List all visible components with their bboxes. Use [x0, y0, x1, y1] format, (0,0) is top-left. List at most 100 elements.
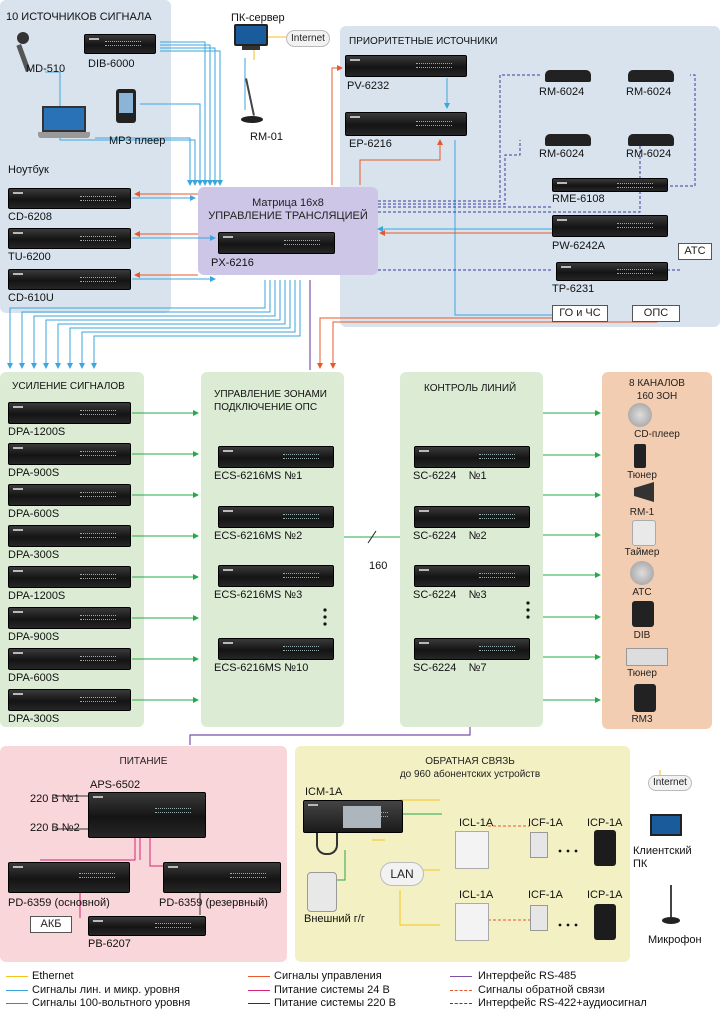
icl-1-device[interactable] [455, 831, 489, 869]
amp-2-device[interactable] [8, 443, 131, 465]
tu6200-label: TU-6200 [8, 251, 51, 263]
amp-6-label: DPA-900S [8, 631, 60, 643]
amp-4-label: DPA-300S [8, 549, 60, 561]
rm6024-1-icon[interactable] [545, 70, 591, 82]
ep6216-device[interactable] [345, 112, 467, 136]
feedback-title-1: ОБРАТНАЯ СВЯЗЬ [425, 756, 515, 767]
rm6024-3-icon[interactable] [545, 134, 591, 146]
legend-label: Интерфейс RS-422+аудиосигнал [478, 997, 647, 1009]
dib-device[interactable] [84, 34, 156, 54]
tu6200-device[interactable] [8, 228, 131, 249]
pb-label: PB-6207 [88, 938, 131, 950]
box-speaker-icon [632, 601, 654, 627]
icf-1-label: ICF-1A [528, 817, 563, 829]
pd-main-device[interactable] [8, 862, 130, 893]
amp-1-device[interactable] [8, 402, 131, 424]
aps6502-device[interactable] [88, 792, 206, 838]
mp3-player-icon[interactable] [116, 89, 136, 123]
column-speaker-icon [634, 444, 646, 468]
amp-6-device[interactable] [8, 607, 131, 629]
legend-swatch [6, 1003, 28, 1004]
laptop-icon[interactable] [38, 106, 90, 138]
legend-swatch [450, 990, 472, 991]
server-stand-icon [242, 46, 260, 50]
matrix-title-1: Матрица 16х8 [252, 197, 324, 209]
icp-2-phone-icon[interactable] [594, 904, 616, 940]
tp6231-label: TP-6231 [552, 283, 595, 295]
amp-8-device[interactable] [8, 689, 131, 711]
client-label-2: ПК [633, 858, 648, 870]
feedback-title-2: до 960 абонентских устройств [399, 769, 541, 780]
pv6232-device[interactable] [345, 55, 467, 77]
dib-label: DIB-6000 [88, 58, 135, 70]
out-1-label: CD-плеер [634, 429, 680, 440]
pd-res-device[interactable] [163, 862, 281, 893]
out-6-label: DIB [633, 630, 651, 641]
legend-label: Сигналы 100-вольтного уровня [32, 997, 191, 1009]
matrix-panel [198, 187, 378, 275]
in2-label: 220 В №2 [30, 822, 80, 834]
pb6207-device[interactable] [88, 916, 206, 936]
icf-1-device[interactable] [530, 832, 548, 858]
rm6024-4-icon[interactable] [628, 134, 674, 146]
sc-1-device[interactable] [414, 446, 530, 468]
amp-7-device[interactable] [8, 648, 131, 670]
matrix-title-2: УПРАВЛЕНИЕ ТРАНСЛЯЦИЕЙ [208, 210, 368, 222]
zone-2-device[interactable] [218, 506, 334, 528]
zone-10-device[interactable] [218, 638, 334, 660]
icf-2-device[interactable] [530, 905, 548, 931]
amp-3-label: DPA-600S [8, 508, 60, 520]
zone-10-label: ECS-6216MS №10 [214, 662, 309, 674]
legend-label: Интерфейс RS-485 [478, 970, 577, 982]
horn-speaker-icon [634, 482, 654, 502]
server-monitor-icon[interactable] [234, 24, 268, 46]
client-monitor-icon[interactable] [650, 814, 682, 836]
px6216-device[interactable] [218, 232, 335, 254]
lan-cloud: LAN [380, 862, 424, 886]
icl-2-device[interactable] [455, 903, 489, 941]
legend-swatch [6, 990, 28, 991]
pv6232-label: PV-6232 [347, 80, 390, 92]
amp-4-device[interactable] [8, 525, 131, 547]
amp-3-device[interactable] [8, 484, 131, 506]
legend-swatch [6, 976, 28, 977]
sc-7-device[interactable] [414, 638, 530, 660]
out-3-label: RM-1 [629, 507, 655, 518]
line-array-icon [626, 648, 668, 666]
zone-3-device[interactable] [218, 565, 334, 587]
icl-2-label: ICL-1A [459, 889, 494, 901]
bus-count-label: 160 [369, 560, 388, 572]
amplify-title: УСИЛЕНИЕ СИГНАЛОВ [12, 381, 125, 392]
sc-2-device[interactable] [414, 506, 530, 528]
amp-5-device[interactable] [8, 566, 131, 588]
microphone-icon [16, 32, 31, 74]
sc-3-device[interactable] [414, 565, 530, 587]
icp-1-phone-icon[interactable] [594, 830, 616, 866]
sources-title: 10 ИСТОЧНИКОВ СИГНАЛА [6, 11, 152, 23]
pw6242a-device[interactable] [552, 215, 668, 237]
legend-label: Сигналы управления [274, 970, 382, 982]
internet-cloud: Internet [286, 30, 330, 47]
legend-swatch [450, 1003, 472, 1004]
icf-2-label: ICF-1A [528, 889, 563, 901]
out-7-label: Тюнер [627, 668, 657, 679]
cd6208-device[interactable] [8, 188, 131, 209]
zone-1-label: ECS-6216MS №1 [214, 470, 303, 482]
wall-speaker-icon [632, 520, 656, 546]
lines-panel [400, 372, 543, 727]
icl-1-label: ICL-1A [459, 817, 494, 829]
rm6024-3-label: RM-6024 [539, 148, 585, 160]
rme6108-device[interactable] [552, 178, 668, 192]
rm6024-2-icon[interactable] [628, 70, 674, 82]
zone-1-device[interactable] [218, 446, 334, 468]
out-4-label: Таймер [624, 547, 660, 558]
box-speaker-2-icon [634, 684, 656, 712]
legend-swatch [450, 976, 472, 977]
go-chs-box: ГО и ЧС [552, 305, 608, 322]
legend-swatch [248, 1003, 270, 1004]
zones-panel [201, 372, 344, 727]
cd610u-device[interactable] [8, 269, 131, 290]
desk-mic-icon [662, 885, 680, 925]
tp6231-device[interactable] [556, 262, 668, 281]
